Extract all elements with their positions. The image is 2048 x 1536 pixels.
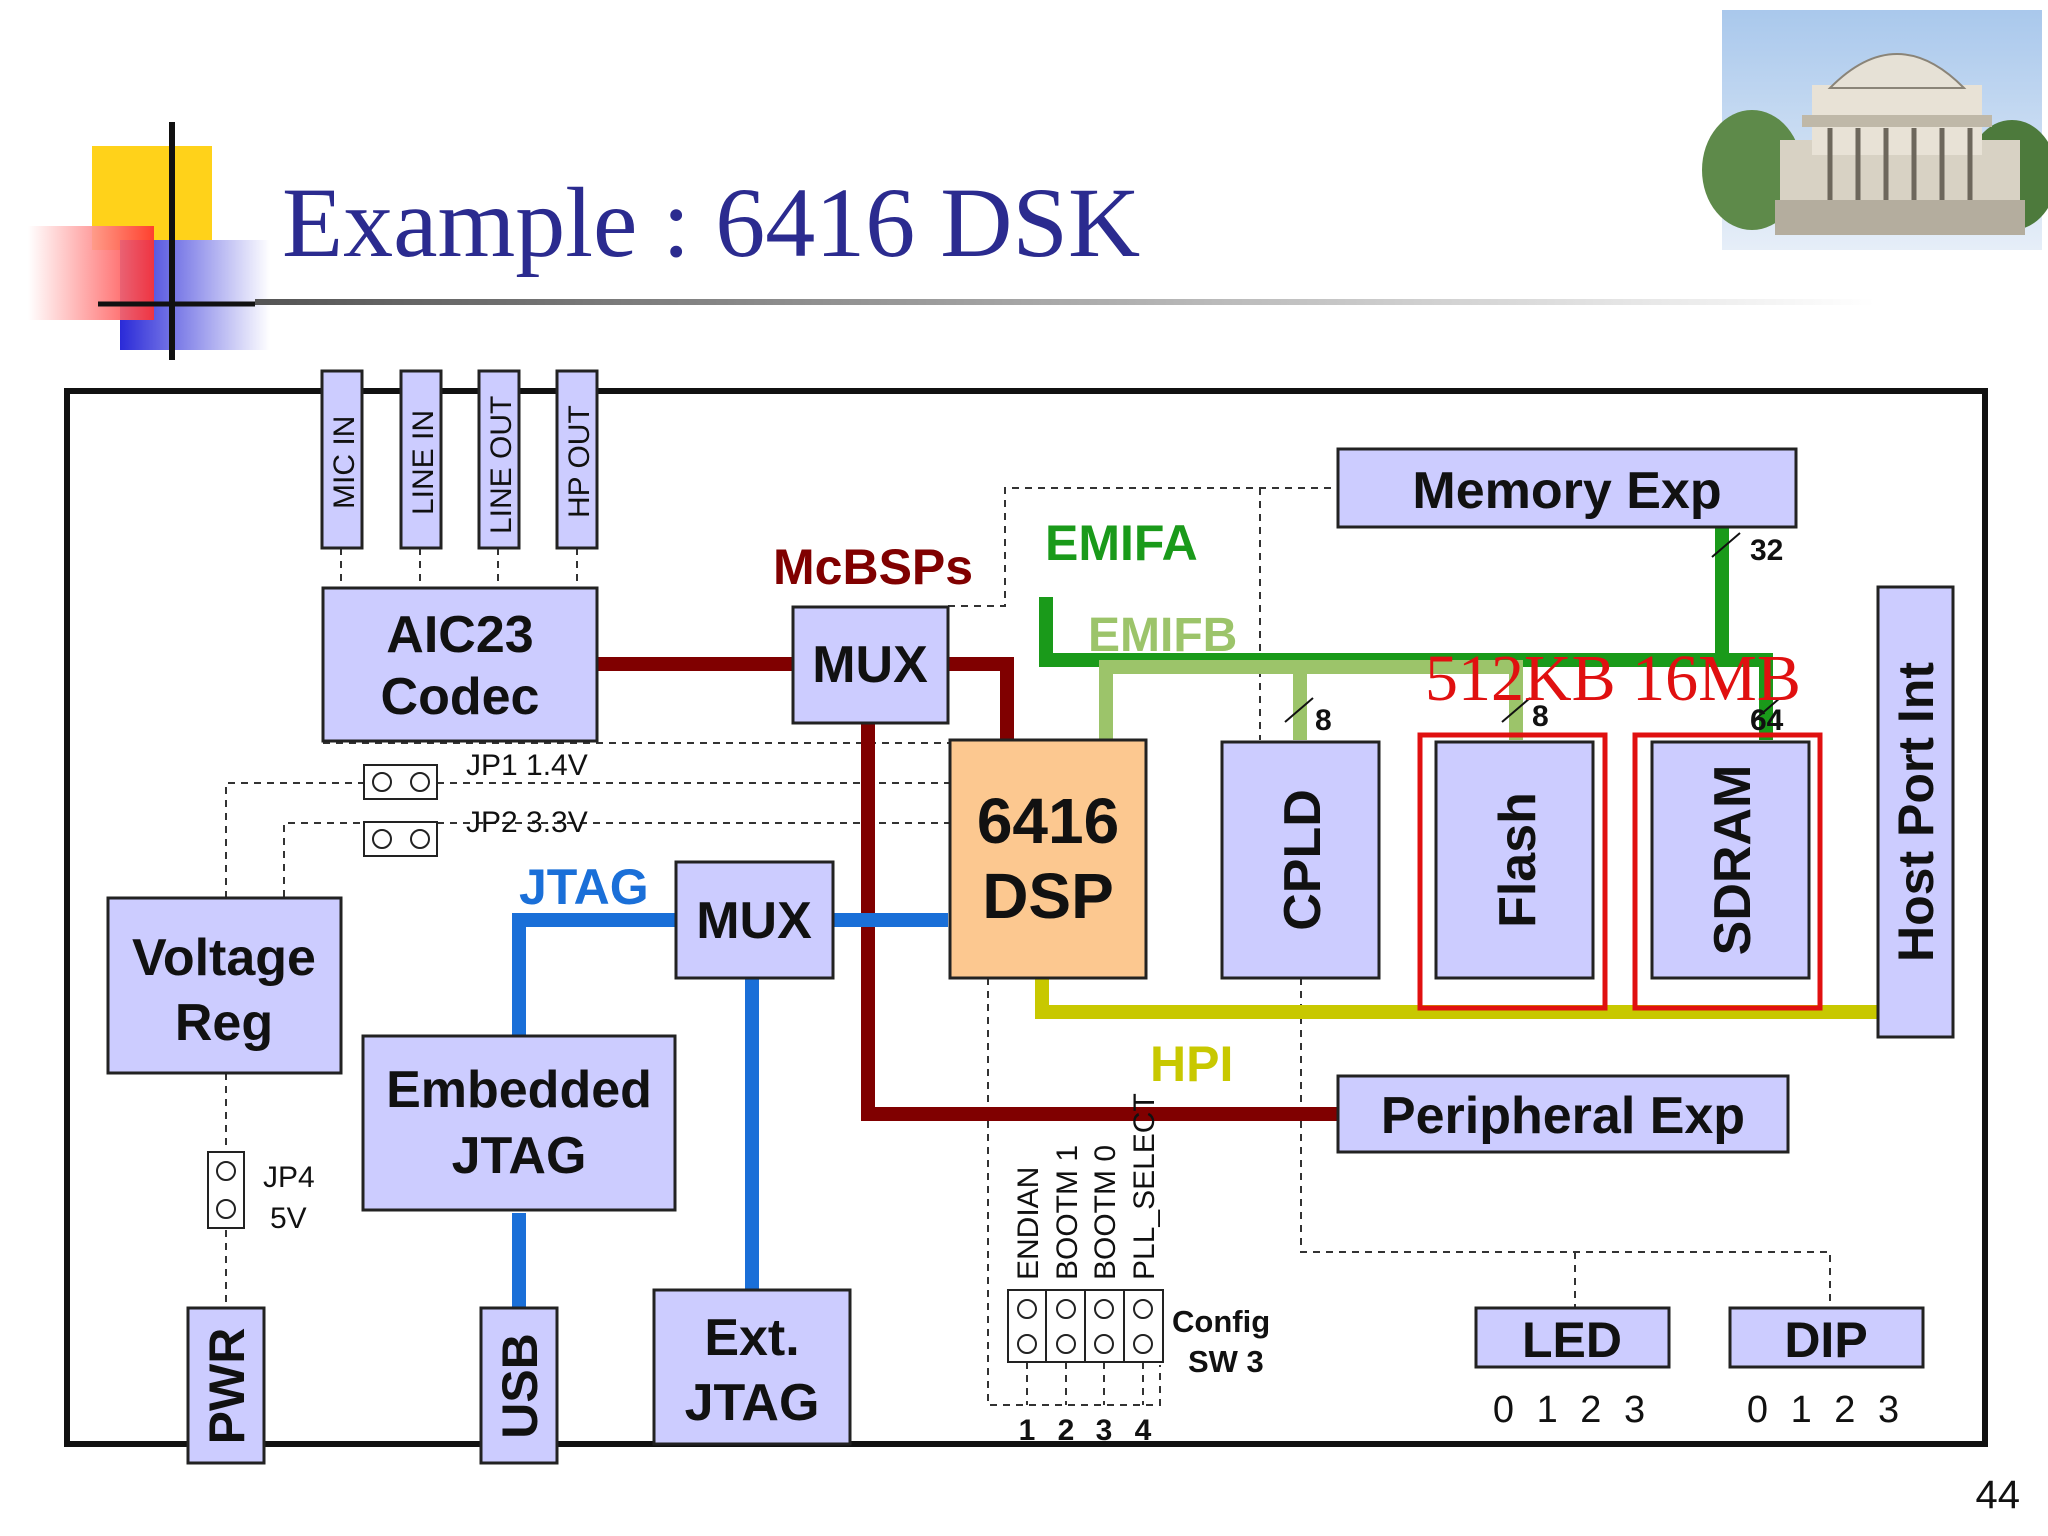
- line-in-label: LINE IN: [407, 410, 440, 515]
- slide-title: Example : 6416 DSK: [282, 167, 1140, 278]
- bus-width-ticks: [1284, 532, 1781, 723]
- memory-exp-label: Memory Exp: [1412, 462, 1721, 520]
- jtag-label: JTAG: [519, 859, 649, 915]
- dip-label: DIP: [1784, 1312, 1867, 1368]
- emifb-bus-line: [1099, 660, 1523, 740]
- mux-jtag-label: MUX: [696, 892, 812, 950]
- line-out-connector: [477, 369, 521, 550]
- mux-top-label: MUX: [812, 636, 928, 694]
- host-port-block: [1876, 585, 1955, 1039]
- embedded-jtag-label: JTAG: [452, 1127, 587, 1185]
- led-label: LED: [1522, 1312, 1622, 1368]
- line-in-connector: [399, 369, 443, 550]
- led-numbers: 0 1 2 3: [1493, 1389, 1651, 1431]
- switch-label-bootm0: BOOTM 0: [1089, 1145, 1122, 1280]
- ext-jtag-label: JTAG: [685, 1374, 820, 1432]
- hp-out-connector: [555, 369, 599, 550]
- mic-in-label: MIC IN: [328, 416, 361, 509]
- mcbsps-label: McBSPs: [773, 539, 973, 595]
- switch-number-1: 1: [1019, 1414, 1036, 1447]
- pwr-label: PWR: [199, 1328, 255, 1445]
- jp2-label: JP2 3.3V: [466, 806, 588, 839]
- dsp-block: [948, 738, 1148, 980]
- aic23-codec-block: [321, 586, 599, 743]
- cpld-width-label: 8: [1315, 704, 1332, 737]
- switch-number-2: 2: [1058, 1414, 1075, 1447]
- sdram-label: SDRAM: [1704, 765, 1762, 956]
- pwr-block: [186, 1306, 266, 1465]
- switch-label-endian: ENDIAN: [1012, 1167, 1045, 1280]
- dip-block: [1728, 1306, 1925, 1369]
- flash-highlight: [1417, 732, 1608, 1011]
- led-block: [1474, 1306, 1671, 1369]
- embedded-label: Embedded: [386, 1061, 652, 1119]
- reg-label: Reg: [175, 994, 273, 1052]
- board-outline: [64, 388, 1988, 1447]
- codec-label: Codec: [381, 668, 540, 726]
- building-image: [1702, 10, 2048, 250]
- cpld-block: [1220, 740, 1381, 980]
- switch-number-4: 4: [1135, 1414, 1152, 1447]
- flash-width-label: 8: [1532, 700, 1549, 733]
- dsp-label: DSP: [982, 860, 1114, 932]
- ext-label: Ext.: [704, 1309, 799, 1367]
- bus-lines: [512, 525, 1878, 1308]
- jp4-label: JP4: [263, 1161, 315, 1194]
- usb-label: USB: [492, 1333, 548, 1439]
- voltage-label: Voltage: [132, 929, 316, 987]
- jp1-label: JP1 1.4V: [466, 749, 588, 782]
- ext-jtag-block: [652, 1288, 852, 1446]
- line-out-label: LINE OUT: [485, 396, 518, 534]
- mic-in-connector: [320, 369, 364, 550]
- usb-block: [479, 1306, 559, 1465]
- emifb-label: EMIFB: [1088, 609, 1237, 662]
- jumper-jp1: [363, 764, 438, 800]
- jumper-jp2: [363, 821, 438, 857]
- dsp-number-label: 6416: [977, 785, 1119, 857]
- emifa-label: EMIFA: [1045, 515, 1198, 571]
- dip-numbers: 0 1 2 3: [1747, 1389, 1905, 1431]
- jtag-bus-line: [512, 913, 676, 1040]
- flash-label: Flash: [1489, 792, 1547, 928]
- flash-block: [1434, 740, 1595, 980]
- config-switch: [1007, 1289, 1164, 1363]
- embedded-jtag-block: [361, 1034, 677, 1212]
- voltage-reg-block: [106, 896, 343, 1075]
- peripheral-exp-block: [1336, 1074, 1790, 1154]
- page-number: 44: [1976, 1473, 2021, 1517]
- cpld-label: CPLD: [1274, 789, 1332, 931]
- jp4-voltage: 5V: [270, 1202, 307, 1235]
- sdram-block: [1650, 740, 1811, 980]
- hpi-label: HPI: [1150, 1036, 1233, 1092]
- switch-number-3: 3: [1096, 1414, 1113, 1447]
- sdram-highlight: [1632, 732, 1823, 1011]
- title-decoration: [28, 122, 1875, 360]
- jumper-jp4: [207, 1151, 245, 1229]
- hp-out-label: HP OUT: [563, 405, 596, 518]
- mux-jtag-block: [674, 860, 835, 980]
- memory-width-label: 32: [1750, 534, 1783, 567]
- switch-label-pll-select: PLL_SELECT: [1128, 1093, 1161, 1280]
- hpi-bus-line: [1035, 978, 1878, 1019]
- host-port-label: Host Port Int: [1888, 662, 1944, 962]
- peripheral-exp-label: Peripheral Exp: [1381, 1087, 1745, 1145]
- sdram-width-label: 64: [1750, 704, 1784, 737]
- aic23-label: AIC23: [386, 606, 533, 664]
- memory-exp-block: [1336, 447, 1798, 529]
- mux-top-block: [791, 605, 950, 725]
- config-sw-label: SW 3: [1188, 1344, 1264, 1379]
- switch-label-bootm1: BOOTM 1: [1051, 1145, 1084, 1280]
- audio-connectors: MIC IN LINE IN LINE OUT HP OUT: [320, 369, 599, 550]
- memory-size-annotation: 512KB 16MB: [1425, 642, 1801, 715]
- config-label: Config: [1172, 1304, 1270, 1339]
